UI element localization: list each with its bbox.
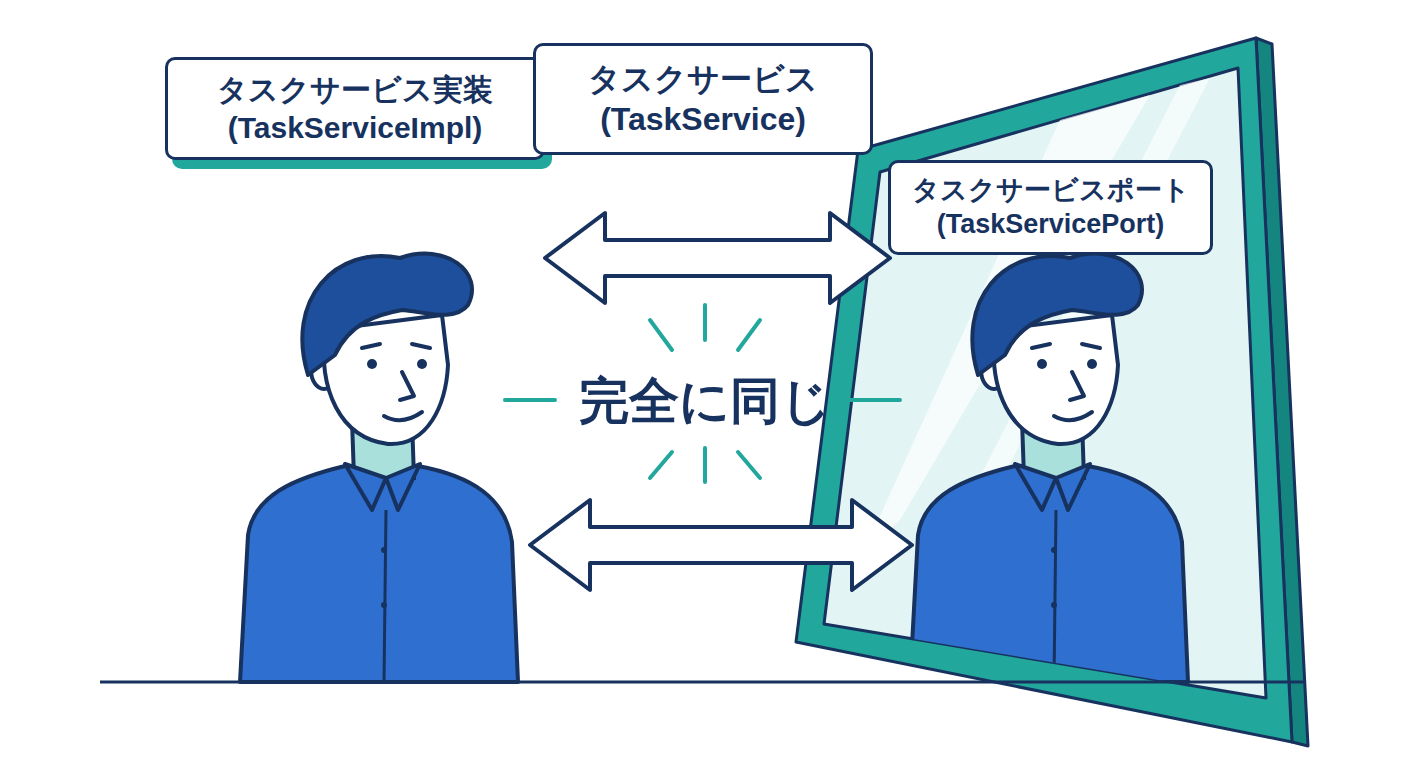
double-arrow [530,500,912,590]
text-box: タスクサービス (TaskService) [533,43,873,155]
person [240,254,518,682]
burst-lines [505,305,900,482]
box-text: タスクサービスポート (TaskServicePort) [905,174,1196,242]
text-box: タスクサービスポート (TaskServicePort) [888,160,1213,255]
box-text: タスクサービス実装 (TaskServiceImpl) [182,71,528,146]
double-arrow [545,213,890,303]
reflected-person [910,254,1188,682]
center-label: 完全に同じ [555,368,855,435]
text-box: タスクサービス実装 (TaskServiceImpl) [165,57,545,160]
ground-line [100,681,1306,684]
box-text: タスクサービス (TaskService) [550,59,856,139]
